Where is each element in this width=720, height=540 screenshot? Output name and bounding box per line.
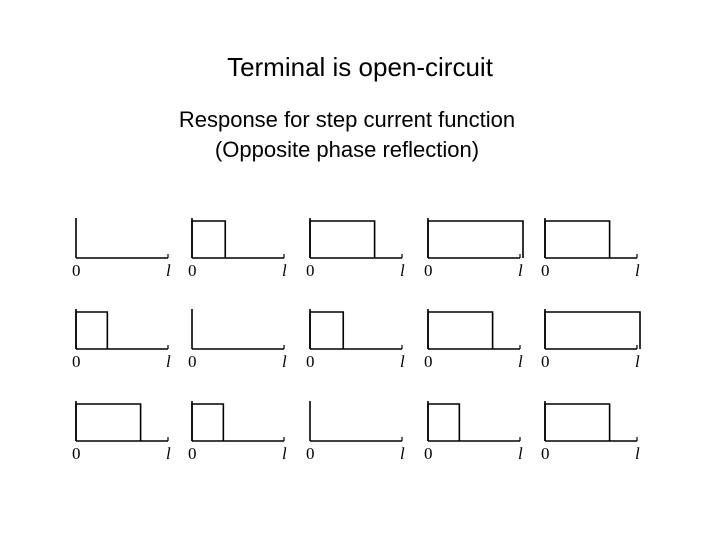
axis-label-end: l [400, 444, 405, 463]
pulse-waveform [309, 311, 345, 349]
pulse-waveform [75, 403, 142, 441]
pulse-waveform [544, 220, 611, 258]
axis-label-end: l [635, 261, 640, 280]
axis-label-start: 0 [541, 261, 550, 280]
axis-label-start: 0 [188, 444, 197, 463]
axis-label-start: 0 [72, 261, 81, 280]
axis-label-end: l [166, 444, 171, 463]
pulse-waveform [191, 403, 225, 441]
subtitle: Response for step current function (Oppo… [0, 105, 694, 165]
pulse-waveform [427, 220, 524, 258]
axis-label-end: l [518, 261, 523, 280]
axis-label-start: 0 [541, 352, 550, 371]
axis-label-start: 0 [424, 444, 433, 463]
axis-label-start: 0 [72, 352, 81, 371]
axis-label-start: 0 [72, 444, 81, 463]
axis-label-end: l [635, 444, 640, 463]
axis-label-end: l [635, 352, 640, 371]
subtitle-line-2: (Opposite phase reflection) [214, 137, 480, 162]
pulse-waveform [544, 403, 611, 441]
axis-label-end: l [282, 261, 287, 280]
subtitle-line-1: Response for step current function [178, 107, 516, 132]
axis-label-end: l [400, 261, 405, 280]
axis-label-end: l [518, 352, 523, 371]
axis-label-start: 0 [306, 444, 315, 463]
axis-label-start: 0 [188, 261, 197, 280]
page-title: Terminal is open-circuit [227, 52, 493, 82]
pulse-waveform [427, 311, 494, 349]
pulse-waveform [75, 311, 109, 349]
axis-label-end: l [282, 352, 287, 371]
axis-label-start: 0 [306, 352, 315, 371]
axis-label-start: 0 [424, 352, 433, 371]
axis-label-end: l [166, 261, 171, 280]
pulse-waveform [427, 403, 461, 441]
axis-label-start: 0 [188, 352, 197, 371]
pulse-waveform [309, 220, 376, 258]
axis-label-end: l [166, 352, 171, 371]
axis-label-end: l [518, 444, 523, 463]
pulse-waveform [544, 311, 641, 349]
axis-label-end: l [282, 444, 287, 463]
axis-label-start: 0 [306, 261, 315, 280]
axis-label-start: 0 [541, 444, 550, 463]
pulse-waveform [191, 220, 227, 258]
axis-label-end: l [400, 352, 405, 371]
axis-label-start: 0 [424, 261, 433, 280]
